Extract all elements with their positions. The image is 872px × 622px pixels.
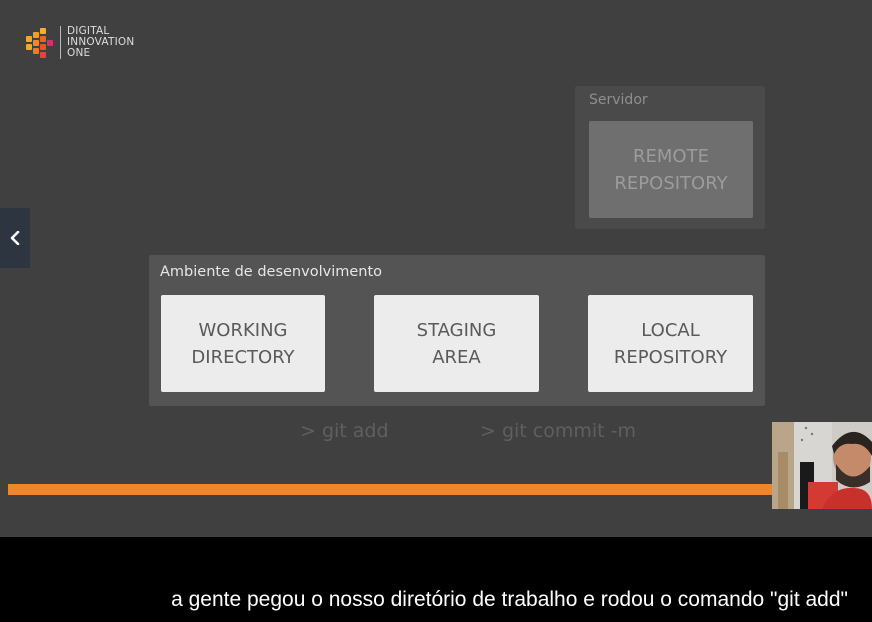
working-directory-card: WORKING DIRECTORY <box>161 295 325 392</box>
dev-environment-group: Ambiente de desenvolvimento WORKING DIRE… <box>149 255 765 406</box>
dev-environment-label: Ambiente de desenvolvimento <box>160 264 383 280</box>
presenter-video-image <box>772 422 872 509</box>
local-repository-line-1: LOCAL <box>641 319 700 341</box>
working-directory-line-2: DIRECTORY <box>191 346 295 368</box>
staging-area-card: STAGING AREA <box>374 295 539 392</box>
presenter-webcam <box>772 422 872 509</box>
git-add-command: > git add <box>300 420 389 442</box>
chevron-left-icon <box>10 231 20 245</box>
remote-repository-line-2: REPOSITORY <box>614 172 728 194</box>
staging-area-line-1: STAGING <box>416 319 497 341</box>
brand-name: DIGITAL INNOVATION ONE <box>60 26 134 59</box>
git-commit-command: > git commit -m <box>480 420 637 442</box>
brand-line-2: INNOVATION <box>67 36 135 48</box>
working-directory-line-1: WORKING <box>198 319 288 341</box>
brand-logo: DIGITAL INNOVATION ONE <box>26 26 134 59</box>
digital-innovation-one-logo-icon <box>26 27 56 59</box>
staging-area-line-2: AREA <box>432 346 481 368</box>
progress-bar[interactable] <box>8 484 774 495</box>
local-repository-card: LOCAL REPOSITORY <box>588 295 753 392</box>
servidor-label: Servidor <box>589 92 648 108</box>
video-slide[interactable]: DIGITAL INNOVATION ONE Servidor REMOTE R… <box>0 0 872 537</box>
remote-repository-line-1: REMOTE <box>633 145 709 167</box>
brand-line-1: DIGITAL <box>67 25 110 37</box>
previous-slide-button[interactable] <box>0 208 30 268</box>
remote-repository-card: REMOTE REPOSITORY <box>589 121 753 218</box>
brand-line-3: ONE <box>67 47 91 59</box>
subtitle-caption: a gente pegou o nosso diretório de traba… <box>171 588 848 611</box>
servidor-group: Servidor REMOTE REPOSITORY <box>575 86 765 229</box>
local-repository-line-2: REPOSITORY <box>613 346 728 368</box>
